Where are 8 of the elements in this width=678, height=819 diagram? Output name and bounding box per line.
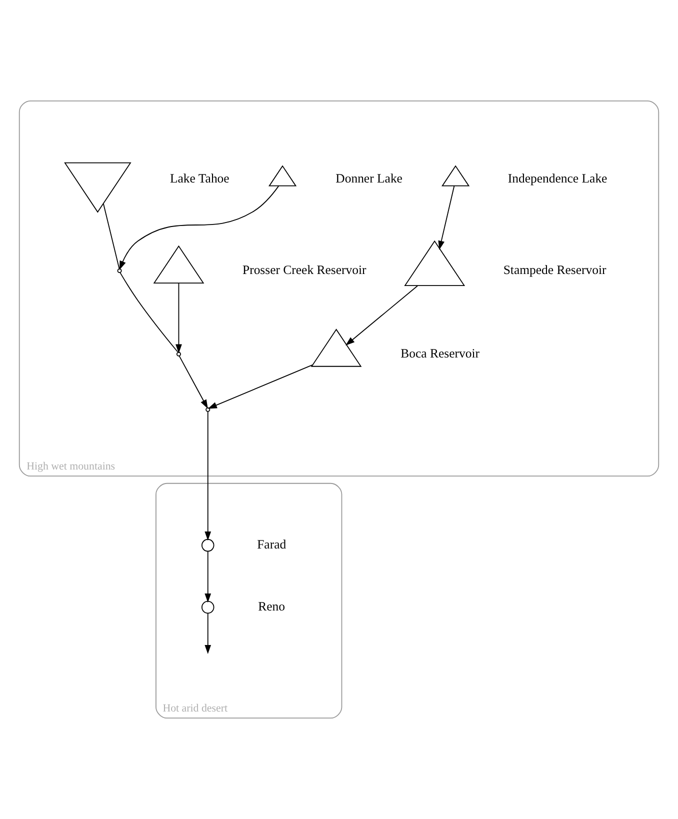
node-label: Independence Lake (508, 172, 608, 186)
node-label: Prosser Creek Reservoir (242, 263, 366, 278)
node-label: Lake Tahoe (170, 172, 230, 186)
node-label: Donner Lake (336, 172, 402, 186)
node-label: Stampede Reservoir (503, 263, 606, 278)
node-label: Farad (257, 538, 286, 552)
node-label: Boca Reservoir (400, 346, 480, 360)
node-label: Reno (258, 600, 286, 614)
